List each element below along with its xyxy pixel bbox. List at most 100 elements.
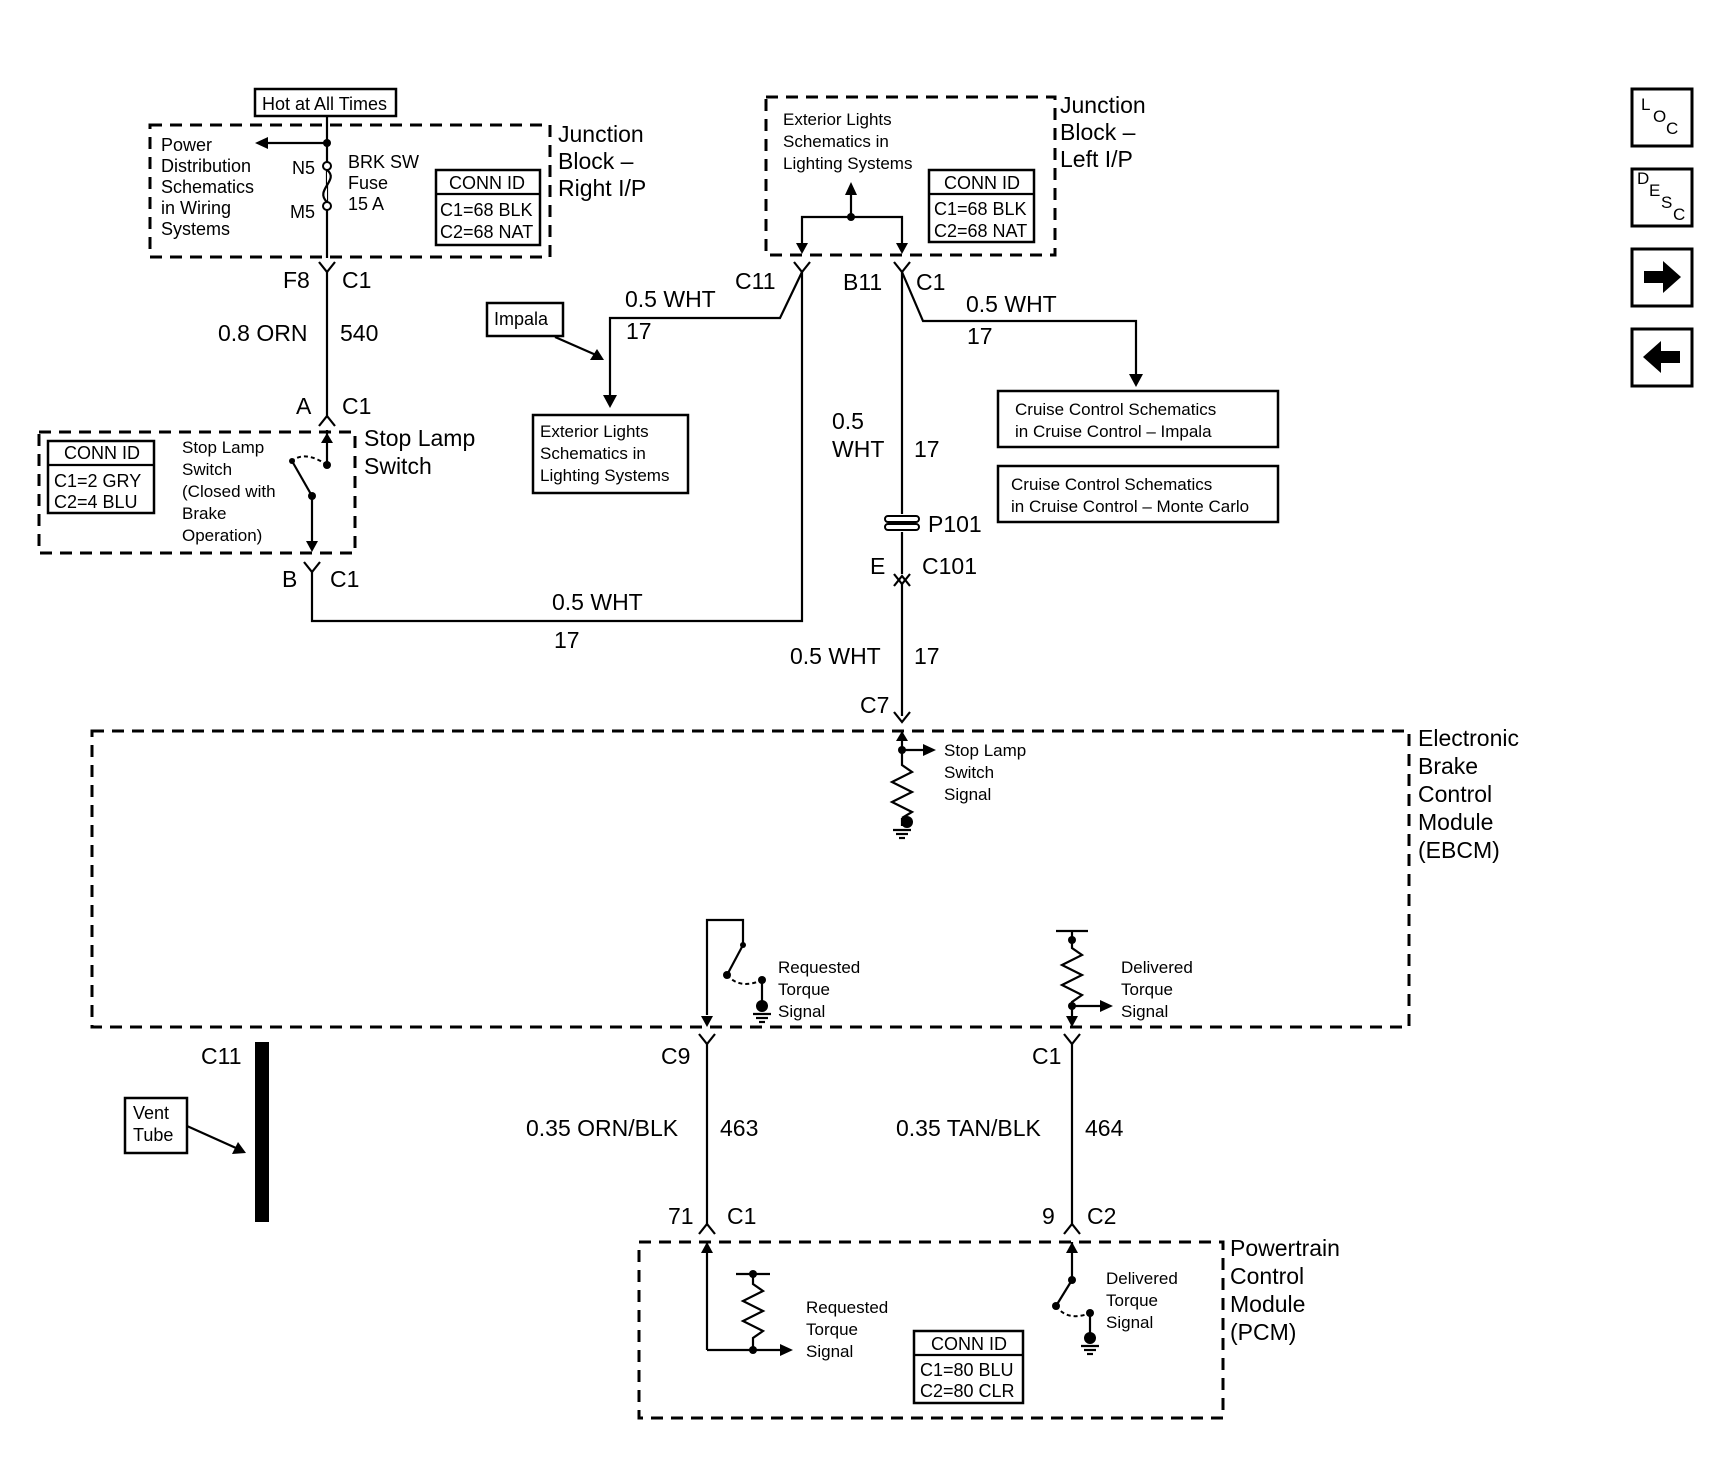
svg-text:Control: Control bbox=[1418, 781, 1492, 807]
svg-text:CONN ID: CONN ID bbox=[449, 173, 525, 193]
wire-464-gauge: 0.35 TAN/BLK bbox=[896, 1115, 1042, 1141]
loc-button[interactable]: L O C bbox=[1630, 87, 1694, 148]
c7-label: C7 bbox=[860, 692, 889, 718]
pcm-delivered-signal-label: Delivered Torque Signal bbox=[1106, 1269, 1178, 1332]
svg-text:O: O bbox=[1653, 107, 1666, 126]
svg-text:Brake: Brake bbox=[182, 504, 226, 523]
svg-text:Schematics in: Schematics in bbox=[540, 444, 646, 463]
svg-text:Hot at All Times: Hot at All Times bbox=[262, 94, 387, 114]
pcm-conn-id: CONN ID C1=80 BLU C2=80 CLR bbox=[912, 1329, 1025, 1405]
stop-lamp-conn-id: CONN ID C1=2 GRY C2=4 BLU bbox=[46, 439, 156, 515]
svg-text:(PCM): (PCM) bbox=[1230, 1319, 1296, 1345]
svg-text:C2=80 CLR: C2=80 CLR bbox=[920, 1381, 1015, 1401]
svg-text:15 A: 15 A bbox=[348, 194, 384, 214]
c11-vent-label: C11 bbox=[201, 1043, 242, 1069]
svg-text:C: C bbox=[1673, 205, 1685, 224]
pcm-requested-signal-label: Requested Torque Signal bbox=[806, 1298, 888, 1361]
svg-text:Electronic: Electronic bbox=[1418, 725, 1519, 751]
svg-text:Impala: Impala bbox=[494, 309, 549, 329]
next-button[interactable] bbox=[1630, 247, 1694, 308]
svg-text:CONN ID: CONN ID bbox=[944, 173, 1020, 193]
svg-text:L: L bbox=[1641, 95, 1650, 114]
svg-text:C1=2 GRY: C1=2 GRY bbox=[54, 471, 141, 491]
pointer-arrow-icon bbox=[590, 349, 604, 360]
svg-text:Right I/P: Right I/P bbox=[558, 175, 646, 201]
ebcm-title: Electronic Brake Control Module (EBCM) bbox=[1418, 725, 1519, 863]
jb-left-ext-lights-note: Exterior Lights Schematics in Lighting S… bbox=[783, 110, 912, 173]
ebcm-requested-torque-switch bbox=[701, 918, 771, 1027]
svg-text:Systems: Systems bbox=[161, 219, 230, 239]
wire-bottom-circuit: 17 bbox=[554, 627, 580, 653]
wire-c7-gauge: 0.5 WHT bbox=[790, 643, 881, 669]
svg-text:Switch: Switch bbox=[944, 763, 994, 782]
left-arrow-icon bbox=[1643, 341, 1680, 373]
wire-463-gauge: 0.35 ORN/BLK bbox=[526, 1115, 679, 1141]
svg-text:Lighting Systems: Lighting Systems bbox=[783, 154, 912, 173]
svg-text:Signal: Signal bbox=[806, 1342, 853, 1361]
ebcm-outline bbox=[90, 729, 1411, 1029]
svg-text:in Cruise Control – Monte Carl: in Cruise Control – Monte Carlo bbox=[1011, 497, 1249, 516]
power-distribution-note: Power Distribution Schematics in Wiring … bbox=[161, 135, 254, 239]
vent-tube-label: Vent Tube bbox=[123, 1096, 189, 1155]
wire-bottom-gauge: 0.5 WHT bbox=[552, 589, 643, 615]
cruise-impala-ref-box: Cruise Control Schematics in Cruise Cont… bbox=[996, 389, 1280, 449]
pcm-outline bbox=[637, 1240, 1225, 1420]
stop-lamp-signal-label: Stop Lamp Switch Signal bbox=[944, 741, 1026, 804]
fuse-name: BRK SW bbox=[348, 152, 419, 172]
b11-conn: C1 bbox=[916, 269, 945, 295]
stop-lamp-switch-title: Stop Lamp Switch bbox=[364, 425, 475, 479]
svg-text:Torque: Torque bbox=[1121, 980, 1173, 999]
c9-label: C9 bbox=[661, 1043, 690, 1069]
svg-text:Power: Power bbox=[161, 135, 212, 155]
ebcm-requested-signal-label: Requested Torque Signal bbox=[778, 958, 860, 1021]
vent-tube-connector bbox=[255, 1042, 269, 1222]
svg-text:Block –: Block – bbox=[1060, 119, 1136, 145]
wire-down-gauge: 0.5 bbox=[832, 408, 864, 434]
c101-pin: E bbox=[870, 553, 885, 579]
svg-text:E: E bbox=[1649, 181, 1660, 200]
svg-text:Signal: Signal bbox=[1106, 1313, 1153, 1332]
svg-text:Delivered: Delivered bbox=[1106, 1269, 1178, 1288]
stop-lamp-description: Stop Lamp Switch (Closed with Brake Oper… bbox=[182, 438, 276, 545]
stop-lamp-switch-symbol bbox=[289, 430, 333, 552]
prev-button[interactable] bbox=[1630, 327, 1694, 388]
svg-text:C2=68 NAT: C2=68 NAT bbox=[934, 221, 1027, 241]
svg-text:Signal: Signal bbox=[944, 785, 991, 804]
svg-text:Requested: Requested bbox=[778, 958, 860, 977]
wire-540-circuit: 540 bbox=[340, 320, 378, 346]
stop-lamp-conn-b: C1 bbox=[330, 566, 359, 592]
svg-text:Module: Module bbox=[1230, 1291, 1305, 1317]
ebcm-delivered-signal-label: Delivered Torque Signal bbox=[1121, 958, 1193, 1021]
c11-conn: C11 bbox=[735, 268, 776, 294]
wire-463-circuit: 463 bbox=[720, 1115, 758, 1141]
jb-right-title: Junction Block – Right I/P bbox=[558, 121, 646, 201]
svg-text:Schematics in: Schematics in bbox=[783, 132, 889, 151]
brk-sw-fuse bbox=[322, 161, 332, 211]
svg-text:in Cruise Control – Impala: in Cruise Control – Impala bbox=[1015, 422, 1212, 441]
svg-text:Exterior Lights: Exterior Lights bbox=[540, 422, 649, 441]
cruise-monte-carlo-ref-box: Cruise Control Schematics in Cruise Cont… bbox=[996, 464, 1280, 524]
wire-540-gauge: 0.8 ORN bbox=[218, 320, 307, 346]
wire-cruise-gauge: 0.5 WHT bbox=[966, 291, 1057, 317]
svg-text:CONN ID: CONN ID bbox=[931, 1334, 1007, 1354]
jb-left-title: Junction Block – Left I/P bbox=[1060, 92, 1146, 172]
splice-label: P101 bbox=[928, 511, 982, 537]
svg-text:Module: Module bbox=[1418, 809, 1493, 835]
pcm-c1-pin: 71 bbox=[668, 1203, 694, 1229]
svg-text:WHT: WHT bbox=[832, 436, 884, 462]
junction-block-right-outline bbox=[148, 123, 552, 259]
svg-text:Stop Lamp: Stop Lamp bbox=[364, 425, 475, 451]
svg-text:Powertrain: Powertrain bbox=[1230, 1235, 1340, 1261]
desc-button[interactable]: D E S C bbox=[1630, 167, 1694, 228]
svg-text:C2=4 BLU: C2=4 BLU bbox=[54, 492, 138, 512]
svg-text:Torque: Torque bbox=[806, 1320, 858, 1339]
ebcm-delivered-torque-source bbox=[1056, 929, 1113, 1027]
pcm-title: Powertrain Control Module (PCM) bbox=[1230, 1235, 1340, 1345]
wire-impala-circuit: 17 bbox=[626, 318, 652, 344]
wire-464-circuit: 464 bbox=[1085, 1115, 1124, 1141]
svg-text:Distribution: Distribution bbox=[161, 156, 251, 176]
f8-conn: C1 bbox=[342, 267, 371, 293]
pcm-c2-pin: 9 bbox=[1042, 1203, 1055, 1229]
right-arrow-icon bbox=[1644, 261, 1681, 293]
